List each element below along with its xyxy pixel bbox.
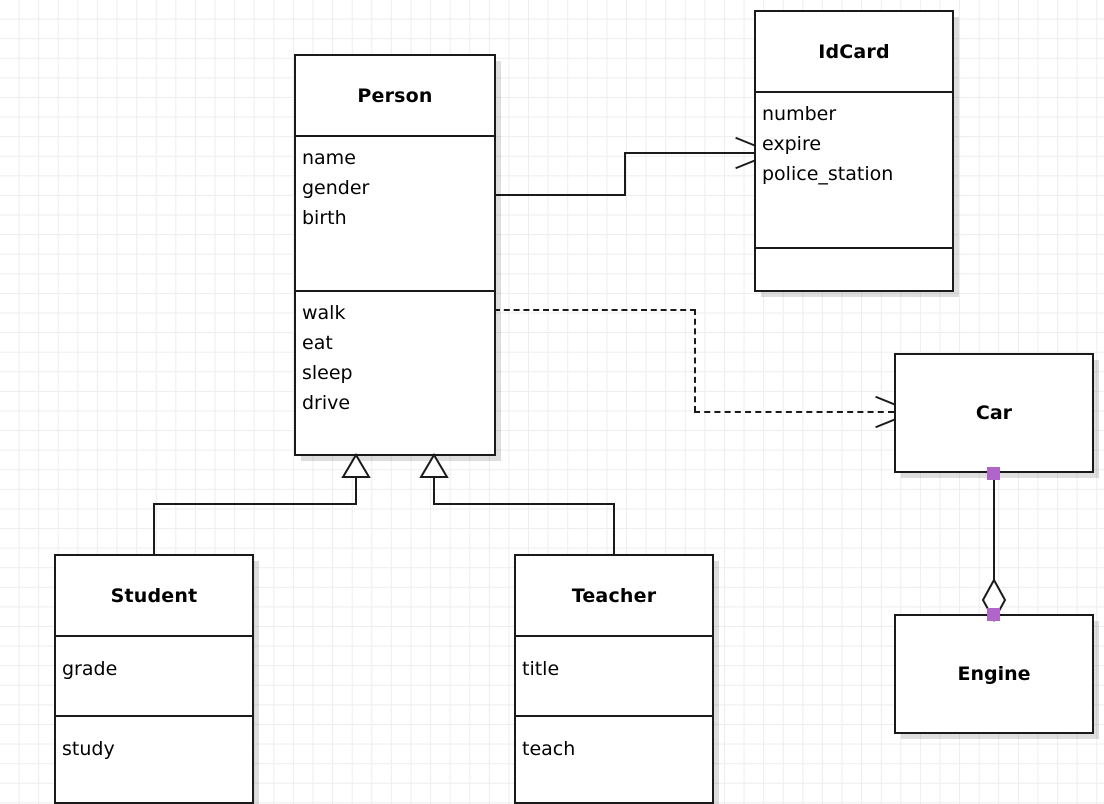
connector-segment xyxy=(494,309,696,311)
connector-segment xyxy=(433,503,615,505)
class-box-student[interactable]: Student grade study xyxy=(54,554,254,804)
connector-segment xyxy=(624,152,626,196)
class-box-idcard[interactable]: IdCard number expire police_station xyxy=(754,10,954,292)
class-name-idcard: IdCard xyxy=(818,40,890,63)
attribute-item: expire xyxy=(762,133,822,155)
attribute-item: grade xyxy=(62,658,118,680)
class-box-car[interactable]: Car xyxy=(894,353,1094,473)
class-methods-student: study xyxy=(56,715,252,802)
class-name-engine: Engine xyxy=(957,663,1031,685)
attribute-item: title xyxy=(522,658,560,680)
class-attributes-teacher: title xyxy=(516,635,712,715)
connection-endpoint-engine[interactable] xyxy=(987,608,1000,621)
connection-endpoint-car[interactable] xyxy=(987,467,1000,480)
connector-segment xyxy=(993,470,995,585)
connector-segment xyxy=(153,503,357,505)
connector-segment xyxy=(613,503,615,556)
attribute-item: birth xyxy=(302,207,347,229)
method-item: drive xyxy=(302,392,351,414)
class-title-car: Car xyxy=(896,355,1092,471)
class-attributes-person: name gender birth xyxy=(296,135,494,290)
class-box-teacher[interactable]: Teacher title teach xyxy=(514,554,714,804)
connector-segment xyxy=(153,503,155,556)
method-item: eat xyxy=(302,332,333,354)
class-methods-teacher: teach xyxy=(516,715,712,802)
class-title-person: Person xyxy=(296,56,494,135)
attribute-item: gender xyxy=(302,177,370,199)
hollow-triangle-arrowhead-icon xyxy=(419,453,449,478)
class-title-idcard: IdCard xyxy=(756,12,952,91)
class-title-engine: Engine xyxy=(896,616,1092,732)
method-item: sleep xyxy=(302,362,353,384)
class-attributes-student: grade xyxy=(56,635,252,715)
connector-segment xyxy=(694,411,894,413)
hollow-triangle-arrowhead-icon xyxy=(341,453,371,478)
attribute-item: number xyxy=(762,103,837,125)
class-name-person: Person xyxy=(357,84,433,107)
class-methods-person: walk eat sleep drive xyxy=(296,290,494,454)
attribute-item: police_station xyxy=(762,163,894,185)
class-attributes-idcard: number expire police_station xyxy=(756,91,952,247)
class-name-car: Car xyxy=(975,402,1013,424)
class-title-teacher: Teacher xyxy=(516,556,712,635)
triangle-shape xyxy=(341,453,371,478)
triangle-shape xyxy=(419,453,449,478)
attribute-item: name xyxy=(302,147,356,169)
method-item: walk xyxy=(302,302,346,324)
class-name-student: Student xyxy=(110,584,198,607)
method-item: teach xyxy=(522,738,576,760)
method-item: study xyxy=(62,738,115,760)
class-title-student: Student xyxy=(56,556,252,635)
class-methods-idcard xyxy=(756,247,952,290)
class-box-person[interactable]: Person name gender birth walk eat sleep … xyxy=(294,54,496,456)
connector-segment xyxy=(433,477,435,504)
class-name-teacher: Teacher xyxy=(571,584,657,607)
connector-segment xyxy=(355,477,357,504)
class-box-engine[interactable]: Engine xyxy=(894,614,1094,734)
connector-segment xyxy=(694,309,696,412)
connector-segment xyxy=(494,194,626,196)
connector-segment xyxy=(624,152,754,154)
